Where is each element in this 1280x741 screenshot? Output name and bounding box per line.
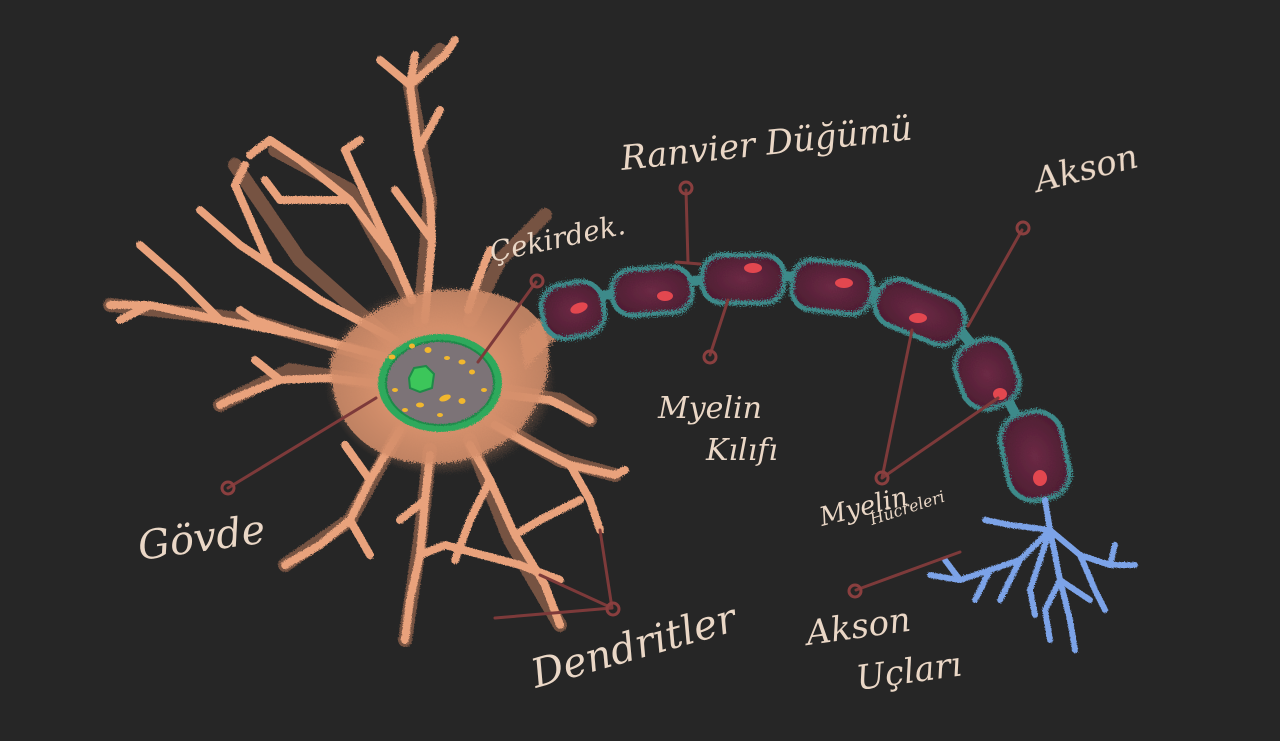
schwann-nucleus: [657, 291, 673, 301]
axon-terminals: [927, 497, 1138, 653]
label-soma: Gövde: [135, 507, 268, 570]
leader-line-nucleus: [476, 280, 538, 364]
organelles: [388, 343, 487, 417]
label-myelin-sheath-line2: Kılıfı: [705, 433, 778, 468]
anchor-dot: [1015, 220, 1031, 236]
anchor-dot: [678, 180, 694, 196]
myelin-segment: [997, 408, 1073, 504]
label-nucleus: Çekirdek.: [487, 208, 629, 269]
label-ranvier: Ranvier Düğümü: [618, 109, 914, 179]
nucleolus: [407, 364, 436, 394]
schwann-nucleus: [570, 302, 588, 314]
leader-line-ranvier: [684, 188, 690, 265]
anchor-dot: [605, 601, 621, 617]
anchor-dot: [220, 480, 236, 496]
label-anchor-dots: [220, 180, 1031, 617]
anchor-dot: [847, 583, 863, 599]
schwann-cell-nuclei: [570, 263, 1047, 486]
myelin-segment: [789, 257, 875, 317]
myelin-segment: [699, 252, 787, 306]
leader-line-schwann: [880, 328, 1000, 480]
leader-line-myelin-sheath: [708, 298, 730, 357]
schwann-nucleus: [835, 278, 853, 288]
nucleus: [378, 334, 502, 432]
myelin-sheath-segments: [538, 252, 1073, 504]
anchor-dot: [702, 349, 718, 365]
leader-line-dendrites: [493, 528, 614, 620]
schwann-nucleus: [744, 263, 762, 273]
leader-line-axon: [966, 228, 1024, 328]
myelin-segment: [872, 276, 968, 348]
myelin-segment: [609, 264, 695, 318]
label-axon: Akson: [1028, 137, 1142, 202]
label-terminals-line2: Uçları: [854, 645, 965, 699]
schwann-nucleus: [909, 313, 927, 323]
label-leader-lines: [226, 188, 1024, 620]
schwann-nucleus: [993, 388, 1007, 400]
label-myelin-sheath-line1: Myelin: [657, 391, 762, 426]
schwann-nucleus: [1033, 470, 1047, 486]
anchor-dot: [529, 273, 545, 289]
anchor-dot: [874, 470, 890, 486]
label-terminals-line1: Akson: [801, 600, 914, 655]
leader-line-soma: [226, 396, 378, 490]
leader-line-terminals: [854, 550, 962, 592]
